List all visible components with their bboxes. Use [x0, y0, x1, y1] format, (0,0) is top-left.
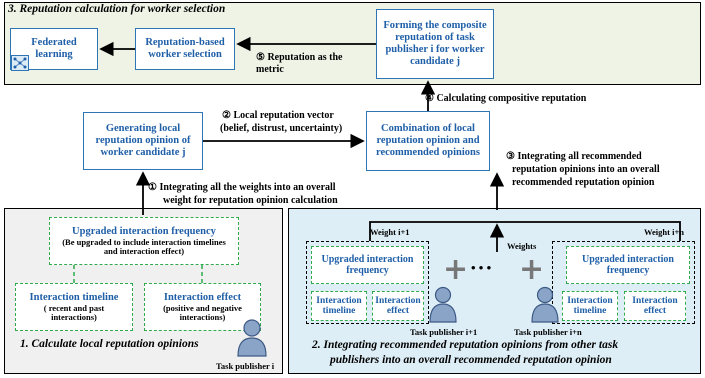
composite-reputation-box: Forming the composite reputation of task… [376, 9, 494, 79]
upgraded-right-box: Upgraded interaction frequency [566, 246, 690, 284]
timeline-right-box: Interaction timeline [562, 291, 618, 321]
integrate-weights-1: ① Integrating all the weights into an ov… [148, 182, 336, 193]
section3-title: 3. Reputation calculation for worker sel… [8, 3, 226, 15]
weight-right-label: Weight i+n [644, 227, 685, 237]
upgraded-frequency-title: Upgraded interaction frequency [72, 225, 216, 237]
timeline-title: Interaction timeline [29, 291, 119, 303]
task-publisher-right-icon [531, 286, 559, 323]
integrate-rec-3: recommended reputation opinion [512, 177, 655, 188]
section2-caption-2: publishers into an overall recommended r… [330, 354, 612, 366]
neural-network-icon [11, 55, 29, 71]
upgraded-frequency-sub: (Be upgraded to include interaction time… [62, 236, 226, 256]
timeline-box: Interaction timeline ( recent and past i… [15, 283, 133, 331]
effect-left-box: Interaction effect [372, 291, 424, 321]
vector-label-1: ② Local reputation vector [222, 110, 334, 121]
effect-right-box: Interaction effect [624, 291, 686, 321]
upgraded-left-box: Upgraded interaction frequency [311, 246, 424, 284]
timeline-right-title: Interaction timeline [567, 296, 613, 316]
plus-icon-left: + [443, 252, 469, 287]
metric-label: ⑤ Reputation as the metric [256, 52, 343, 75]
weights-label: Weights [507, 241, 537, 251]
publisher-left-label: Task publisher i+1 [410, 327, 478, 337]
worker-selection-box: Reputation-based worker selection [135, 28, 235, 70]
timeline-sub: ( recent and past interactions) [43, 302, 105, 322]
upgraded-left-title: Upgraded interaction frequency [321, 254, 414, 276]
section1-caption: 1. Calculate local reputation opinions [20, 338, 199, 350]
integrate-weights-2: weight for reputation opinion calculatio… [163, 195, 338, 206]
integrate-rec-2: reputation opinions into an overall [512, 164, 660, 175]
publisher-i-label: Task publisher i [216, 361, 275, 371]
section2-caption-1: 2. Integrating recommended reputation op… [312, 339, 619, 351]
local-opinion-box: Generating local reputation opinion of w… [83, 112, 203, 170]
compositive-label: ④ Calculating compositive reputation [425, 93, 587, 104]
effect-sub: (positive and negative interactions) [163, 302, 242, 322]
upgraded-right-title: Upgraded interaction frequency [582, 254, 674, 276]
recommender-right-group [552, 241, 695, 324]
timeline-left-title: Interaction timeline [316, 296, 362, 316]
effect-left-title: Interaction effect [375, 296, 421, 316]
effect-title: Interaction effect [163, 291, 242, 303]
plus-icon-right: + [519, 252, 545, 287]
timeline-left-box: Interaction timeline [311, 291, 367, 321]
vector-label-2: (belief, distrust, uncertainty) [220, 123, 343, 134]
effect-box: Interaction effect (positive and negativ… [144, 283, 261, 331]
integrate-rec-1: ③ Integrating all recommended [506, 151, 642, 162]
task-publisher-icon [237, 319, 267, 357]
ellipsis-dots: • • • [471, 260, 492, 275]
effect-right-title: Interaction effect [632, 296, 678, 316]
task-publisher-left-icon [429, 286, 457, 323]
federated-learning-box: Federated learning [10, 28, 98, 70]
publisher-right-label: Task publisher i+n [514, 327, 582, 337]
upgraded-frequency-box: Upgraded interaction frequency (Be upgra… [49, 217, 239, 265]
weight-left-label: Weight i+1 [370, 227, 410, 237]
recommender-left-group [306, 241, 429, 324]
combination-box: Combination of local reputation opinion … [366, 111, 490, 171]
